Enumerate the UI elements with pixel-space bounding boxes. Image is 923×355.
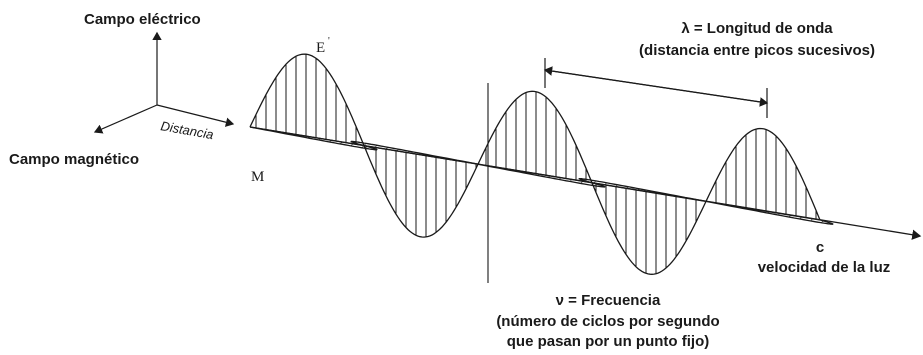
wavelength-arrow-line-back: [543, 66, 768, 104]
electric-wave-label-prime: ': [328, 36, 330, 47]
electric-wave: [249, 53, 821, 275]
magnetic-axis-line: [93, 104, 158, 134]
wavelength-subtitle: (distancia entre picos sucesivos): [639, 42, 875, 59]
wavelength-title: λ = Longitud de onda: [681, 20, 833, 37]
wavelength-bracket: [543, 58, 769, 118]
magnetic-field-label: Campo magnético: [9, 151, 139, 168]
axes-group: [93, 31, 235, 134]
electric-wave-label: E: [316, 40, 325, 56]
electric-field-label: Campo eléctrico: [84, 11, 201, 28]
propagation-axis: [249, 126, 922, 240]
frequency-line1: (número de ciclos por segundo: [496, 313, 719, 330]
distance-axis-line: [156, 104, 235, 127]
magnetic-wave: [249, 126, 834, 225]
frequency-line2: que pasan por un punto fijo): [507, 333, 709, 350]
electric-wave-hatching: [255, 54, 817, 274]
distance-label: Distancia: [159, 118, 214, 142]
frequency-title: ν = Frecuencia: [556, 292, 661, 309]
speed-symbol: c: [816, 239, 824, 256]
speed-label: velocidad de la luz: [758, 259, 891, 276]
magnetic-wave-shape: [249, 126, 834, 225]
electric-wave-shape: [249, 53, 821, 275]
magnetic-wave-label: M: [251, 169, 264, 185]
